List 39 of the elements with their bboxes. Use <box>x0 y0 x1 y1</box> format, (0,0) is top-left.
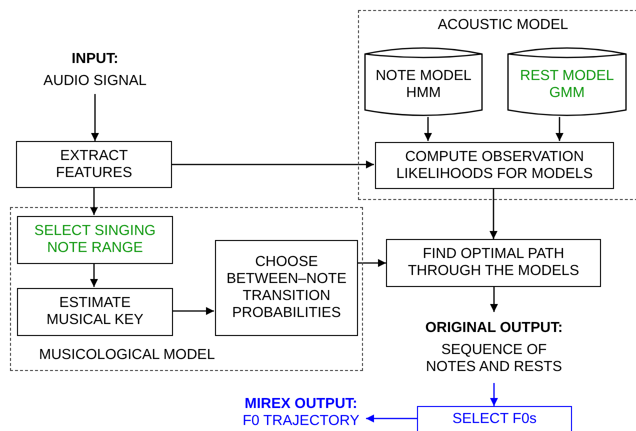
box-label: CHOOSE BETWEEN–NOTE TRANSITION PROBABILITIES <box>225 254 348 322</box>
text-label: F0 TRAJECTORY <box>242 412 360 428</box>
dashed-group-box <box>10 207 363 371</box>
arrow <box>556 117 564 141</box>
box-label: SELECT SINGING NOTE RANGE <box>33 223 157 257</box>
box-label: REST MODEL GMM <box>518 68 615 102</box>
process-box <box>16 141 172 188</box>
database-cylinder <box>507 46 627 118</box>
box-label: FIND OPTIMAL PATH THROUGH THE MODELS <box>406 246 580 280</box>
database-cylinder <box>364 46 483 118</box>
text-label: SEQUENCE OF NOTES AND RESTS <box>424 342 564 376</box>
arrow <box>172 160 374 168</box>
heading-label: ORIGINAL OUTPUT: <box>425 320 563 336</box>
process-box <box>215 240 358 336</box>
arrow <box>424 117 432 141</box>
box-label: EXTRACT FEATURES <box>54 148 134 182</box>
text-label: AUDIO SIGNAL <box>43 72 147 90</box>
arrow <box>172 307 214 315</box>
dashed-group-box <box>358 10 636 200</box>
process-box <box>17 288 173 336</box>
heading-label: MIREX OUTPUT: <box>244 396 358 412</box>
group-label: ACOUSTIC MODEL <box>438 17 568 34</box>
process-box <box>17 216 173 264</box>
box-label: COMPUTE OBSERVATION LIKELIHOODS FOR MODELS <box>395 148 594 182</box>
box-label: ESTIMATE MUSICAL KEY <box>46 295 144 329</box>
process-box <box>386 239 601 287</box>
arrow <box>91 94 99 141</box>
box-label: NOTE MODEL HMM <box>374 68 472 102</box>
heading-label: INPUT: <box>72 50 118 68</box>
arrow <box>490 188 498 239</box>
arrow <box>90 188 98 215</box>
process-box <box>375 142 614 189</box>
box-label: SELECT F0s <box>452 410 537 428</box>
arrow <box>490 383 498 406</box>
arrow <box>357 259 386 267</box>
group-label: MUSICOLOGICAL MODEL <box>39 347 215 364</box>
arrow <box>366 414 417 422</box>
arrow <box>90 263 98 287</box>
arrow <box>490 287 498 312</box>
